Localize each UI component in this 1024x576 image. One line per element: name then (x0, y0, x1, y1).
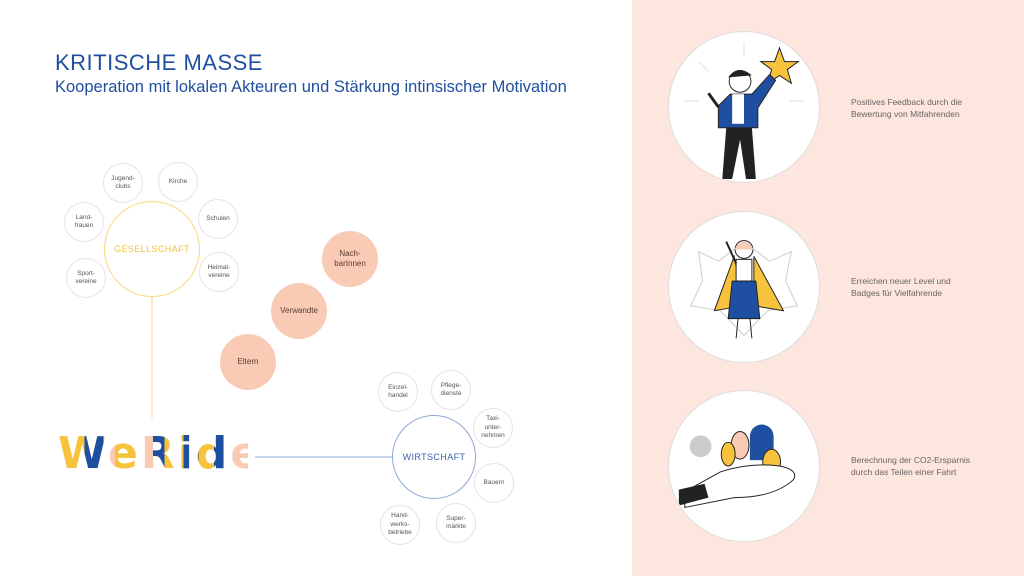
gesellschaft-hub: GESELLSCHAFT (104, 201, 200, 297)
gesellschaft-item: Kirche (158, 162, 198, 202)
gesellschaft-label: GESELLSCHAFT (114, 244, 190, 254)
feature-text: Erreichen neuer Level und Badges für Vie… (851, 276, 951, 299)
personal-circle: Eltern (220, 334, 276, 390)
wirtschaft-item: Einzel- handel (378, 372, 418, 412)
star-person-illustration (668, 31, 820, 183)
weride-logo: WeRide (58, 428, 264, 479)
personal-circle: Nach- barInnen (322, 231, 378, 287)
hand-trees-illustration (668, 390, 820, 542)
wirtschaft-hub: WIRTSCHAFT (392, 415, 476, 499)
page-title: KRITISCHE MASSE (55, 50, 263, 75)
feature-text: Berechnung der CO2-Ersparnis durch das T… (851, 455, 971, 478)
gesellschaft-item: Land- frauen (64, 202, 104, 242)
gesellschaft-item: Schulen (198, 199, 238, 239)
gesellschaft-item: Sport- vereine (66, 258, 106, 298)
feature-text: Positives Feedback durch die Bewertung v… (851, 97, 963, 120)
wirtschaft-item: Taxi- unter- nehmen (473, 408, 513, 448)
gesellschaft-item: Jugend- clubs (103, 163, 143, 203)
page-subtitle: Kooperation mit lokalen Akteuren und Stä… (55, 78, 567, 96)
wirtschaft-item: Super- märkte (436, 503, 476, 543)
gesellschaft-item: Heimat- vereine (199, 252, 239, 292)
wirtschaft-item: Hand- werks- betriebe (380, 505, 420, 545)
wirtschaft-item: Pflege- dienste (431, 370, 471, 410)
personal-circle: Verwandte (271, 283, 327, 339)
wirtschaft-label: WIRTSCHAFT (402, 452, 466, 462)
hero-badge-illustration (668, 211, 820, 363)
connector-lines (151, 297, 392, 458)
wirtschaft-item: Bauern (474, 463, 514, 503)
